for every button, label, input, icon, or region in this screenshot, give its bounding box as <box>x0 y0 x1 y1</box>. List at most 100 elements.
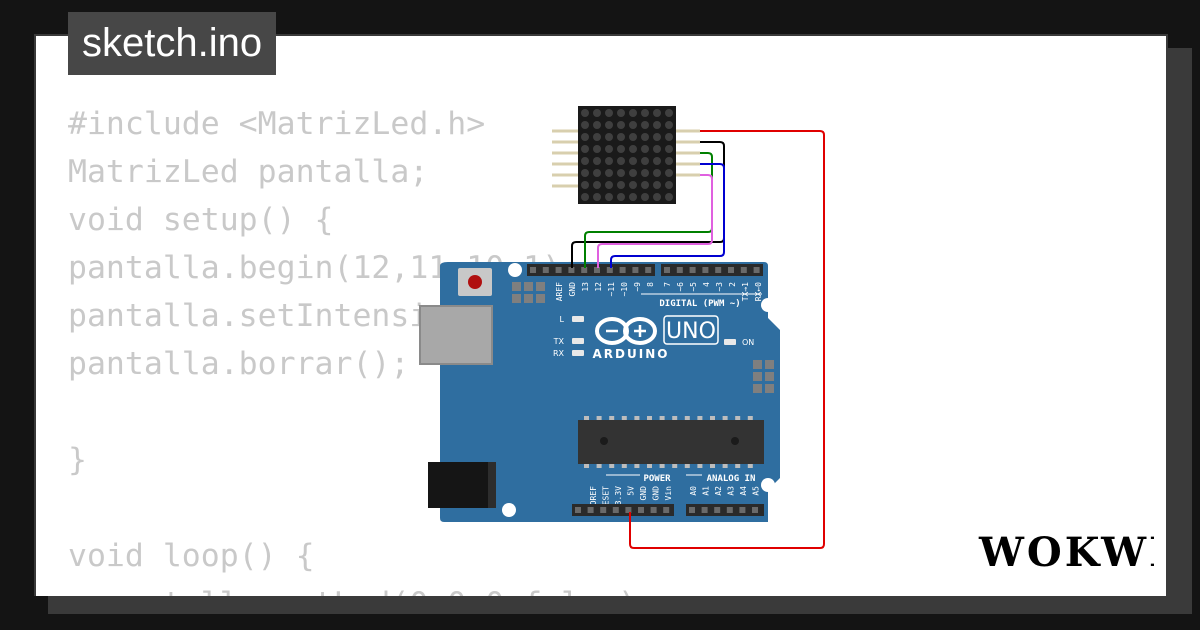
chip-pin <box>584 464 589 468</box>
led-dot <box>641 145 649 153</box>
header-pin <box>739 507 746 513</box>
power-pin-label: GND <box>652 486 661 501</box>
led-dot <box>581 145 589 153</box>
uno-model-text: UNO <box>666 319 716 344</box>
arduino-brand-text: ARDUINO <box>593 347 670 361</box>
digital-pin-label: RX←0 <box>754 282 763 301</box>
digital-pwm-label: DIGITAL (PWM ~) <box>659 299 740 309</box>
led-dot <box>581 181 589 189</box>
led-on-label: ON <box>742 338 754 347</box>
analog-pin-label: A1 <box>702 486 711 496</box>
code-line: pantalla.borrar(); <box>68 346 410 382</box>
wire-pink-cs[interactable] <box>597 174 713 268</box>
power-analog-header[interactable] <box>572 504 764 516</box>
chip-pin <box>747 464 753 468</box>
chip-pin <box>596 464 602 468</box>
led-dot <box>653 121 661 129</box>
led-matrix[interactable] <box>578 106 676 204</box>
reset-button-cap[interactable] <box>468 275 482 289</box>
led-dot <box>605 169 613 177</box>
header-pin <box>594 267 600 273</box>
chip-pin <box>634 464 640 468</box>
analog-pin-label: A0 <box>689 486 698 496</box>
led-dot <box>629 157 637 165</box>
led-dot <box>605 109 613 117</box>
chip-pin <box>672 464 678 468</box>
wokwi-logo-text: WOKWI <box>978 529 1154 576</box>
analog-in-label: ANALOG IN <box>707 474 756 484</box>
header-pin <box>530 267 536 273</box>
led-dot <box>605 133 613 141</box>
led-dot <box>617 193 625 201</box>
usb-port <box>419 305 493 365</box>
header-pin <box>575 507 581 513</box>
digital-pin-label: ~9 <box>633 282 642 292</box>
chip-pin <box>697 416 703 420</box>
power-label: POWER <box>643 474 671 484</box>
digital-pin-label: 12 <box>594 282 603 292</box>
header-pin <box>702 267 709 273</box>
header-pin <box>664 267 670 273</box>
power-pin-label: 3.3V <box>614 486 623 505</box>
led-dot <box>641 193 649 201</box>
led-dot <box>617 169 625 177</box>
sketch-filename-tab[interactable]: sketch.ino <box>68 12 277 75</box>
chip-pin <box>735 416 741 420</box>
arduino-infinity-logo-icon <box>595 317 657 345</box>
dc-power-jack <box>428 462 496 508</box>
wires <box>571 130 825 549</box>
wire-blue-clk[interactable] <box>610 163 725 268</box>
led-dot <box>665 193 673 201</box>
uno-badge <box>663 315 719 345</box>
led-dot <box>581 157 589 165</box>
led-dot <box>605 157 613 165</box>
led-dot <box>617 145 625 153</box>
led-dot <box>617 181 625 189</box>
digital-pin-label: ~11 <box>607 282 616 297</box>
led-dot <box>653 133 661 141</box>
chip-pin <box>596 416 602 420</box>
power-pin-label: Vin <box>664 486 673 501</box>
led-dot <box>617 133 625 141</box>
chip-pin <box>659 464 665 468</box>
code-line: #include <MatrizLed.h> <box>68 106 486 142</box>
header-pin <box>619 267 626 273</box>
header-pin <box>555 267 562 273</box>
led-tx <box>572 338 584 344</box>
header-pin <box>600 507 607 513</box>
led-dot <box>665 157 673 165</box>
led-dot <box>617 157 625 165</box>
led-dot <box>629 169 637 177</box>
led-dot <box>641 169 649 177</box>
led-dot <box>605 145 613 153</box>
header-pin <box>715 267 722 273</box>
header-block <box>661 264 763 276</box>
digital-pin-label: GND <box>568 282 577 297</box>
led-matrix-dots <box>581 109 673 201</box>
led-dot <box>665 181 673 189</box>
led-dot <box>665 133 673 141</box>
digital-pin-header[interactable] <box>527 264 763 276</box>
chip-pin <box>684 464 690 468</box>
led-rx-label: RX <box>553 349 565 358</box>
led-dot <box>653 181 661 189</box>
icsp-header <box>512 282 545 303</box>
analog-pin-label: A2 <box>714 486 723 496</box>
wire-red-vcc[interactable] <box>629 130 825 549</box>
chip-pin <box>584 416 589 420</box>
header-pin <box>689 507 695 513</box>
power-pin-label: RESET <box>602 486 611 510</box>
header-pin <box>587 507 594 513</box>
chip-pin <box>697 464 703 468</box>
led-dot <box>629 121 637 129</box>
led-dot <box>641 181 649 189</box>
led-dot <box>641 157 649 165</box>
header-pin <box>728 267 734 273</box>
digital-pin-label: 4 <box>702 282 711 287</box>
header-pin <box>612 507 619 513</box>
header-pin <box>689 267 696 273</box>
header-pin <box>638 507 644 513</box>
digital-pin-label: 2 <box>728 282 737 287</box>
